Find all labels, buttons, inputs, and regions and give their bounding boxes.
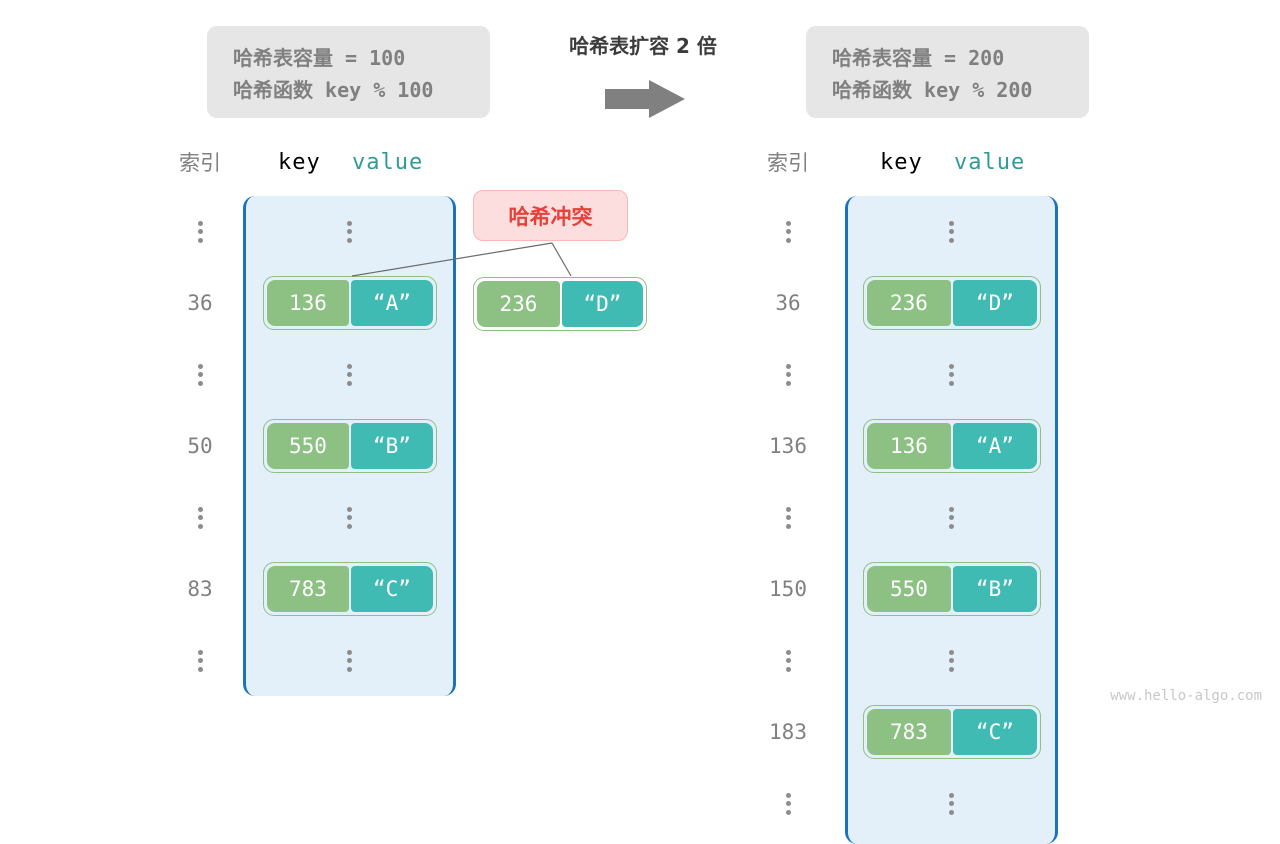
index-ellipsis [752,196,824,268]
index-label: 150 [769,577,807,602]
bucket-row: 783“C” [848,697,1055,769]
pair-cell: 236“D” [862,276,1041,331]
pair-cell: 783“C” [262,562,437,617]
diagram-canvas: 哈希表容量 = 100 哈希函数 key % 100 哈希表扩容 2 倍 哈希表… [164,26,1262,844]
bucket-row-empty [246,625,453,697]
index-ellipsis [164,339,236,411]
pair-cell: 550“B” [262,419,437,474]
pair-value: “B” [351,423,433,470]
bucket-row-empty [246,482,453,554]
index-label: 36 [187,291,213,316]
index-label: 83 [187,577,213,602]
pair-key: 236 [866,280,952,327]
vertical-ellipsis-icon [785,646,791,675]
index-column-right: 36 136 150 183 [752,196,824,840]
pair-value: “C” [953,709,1037,756]
value-column-header-left: value [352,150,424,175]
vertical-ellipsis-icon [785,789,791,818]
vertical-ellipsis-icon [197,503,203,532]
vertical-ellipsis-icon [785,360,791,389]
index-column-left: 36 50 83 [164,196,236,697]
index-ellipsis [752,482,824,554]
pair-value: “A” [351,280,433,327]
index-ellipsis [164,196,236,268]
pair-cell: 550“B” [862,562,1041,617]
colliding-pair-value: “D” [561,281,643,327]
index-column-header-right: 索引 [767,151,809,175]
vertical-ellipsis-icon [785,217,791,246]
colliding-pair-cell: 236 “D” [473,277,647,331]
pair-cell: 783“C” [862,705,1041,760]
pair-key: 783 [866,709,952,756]
bucket-row: 136“A” [246,268,453,340]
bucket-row: 783“C” [246,554,453,626]
index-ellipsis [752,625,824,697]
index-ellipsis [752,339,824,411]
key-column-header-right: key [880,150,923,175]
index-label: 136 [769,434,807,459]
vertical-ellipsis-icon [949,646,954,675]
pair-key: 783 [266,566,350,613]
pair-value: “B” [953,566,1037,613]
bucket-row-empty [246,339,453,411]
bucket-row-empty [848,482,1055,554]
bucket-array-right: 236“D” 136“A” 550“B” 783“C” [845,196,1058,844]
index-label: 50 [187,434,213,459]
vertical-ellipsis-icon [949,360,954,389]
bucket-row: 550“B” [246,411,453,483]
vertical-ellipsis-icon [197,646,203,675]
index-label: 36 [775,291,801,316]
bucket-row: 550“B” [848,554,1055,626]
index-ellipsis [164,482,236,554]
pair-key: 136 [866,423,952,470]
vertical-ellipsis-icon [949,217,954,246]
hash-function-after-text: 哈希函数 key % 200 [832,78,1033,102]
key-column-header-left: key [278,150,321,175]
watermark: www.hello-algo.com [1110,688,1262,704]
bucket-row-empty [848,625,1055,697]
index-ellipsis [752,768,824,840]
vertical-ellipsis-icon [347,360,352,389]
vertical-ellipsis-icon [347,503,352,532]
pair-key: 550 [866,566,952,613]
vertical-ellipsis-icon [949,789,954,818]
pair-cell: 136“A” [862,419,1041,474]
pair-value: “D” [953,280,1037,327]
vertical-ellipsis-icon [949,503,954,532]
hash-config-panel-before: 哈希表容量 = 100 哈希函数 key % 100 [207,26,490,118]
index-column-header-left: 索引 [179,151,221,175]
bucket-row: 136“A” [848,411,1055,483]
page-title: 哈希表扩容 2 倍 [569,34,717,58]
colliding-pair-key: 236 [477,281,560,327]
bucket-row-empty [848,339,1055,411]
hash-function-before-text: 哈希函数 key % 100 [233,78,434,102]
capacity-before-text: 哈希表容量 = 100 [233,46,406,70]
vertical-ellipsis-icon [347,646,352,675]
collision-label: 哈希冲突 [508,204,593,229]
vertical-ellipsis-icon [785,503,791,532]
pair-value: “C” [351,566,433,613]
bucket-row: 236“D” [848,268,1055,340]
index-label: 183 [769,720,807,745]
vertical-ellipsis-icon [197,217,203,246]
bucket-row-empty [848,768,1055,840]
pair-cell: 136“A” [262,276,437,331]
value-column-header-right: value [954,150,1026,175]
pair-key: 550 [266,423,350,470]
vertical-ellipsis-icon [347,217,352,246]
bucket-row-empty [246,196,453,268]
vertical-ellipsis-icon [197,360,203,389]
pair-value: “A” [953,423,1037,470]
index-ellipsis [164,625,236,697]
bucket-row-empty [848,196,1055,268]
capacity-after-text: 哈希表容量 = 200 [832,46,1005,70]
right-arrow-icon [605,80,685,118]
collision-badge: 哈希冲突 [473,190,628,241]
pair-key: 136 [266,280,350,327]
bucket-array-left: 136“A” 550“B” 783“C” [243,196,456,696]
hash-config-panel-after: 哈希表容量 = 200 哈希函数 key % 200 [806,26,1089,118]
